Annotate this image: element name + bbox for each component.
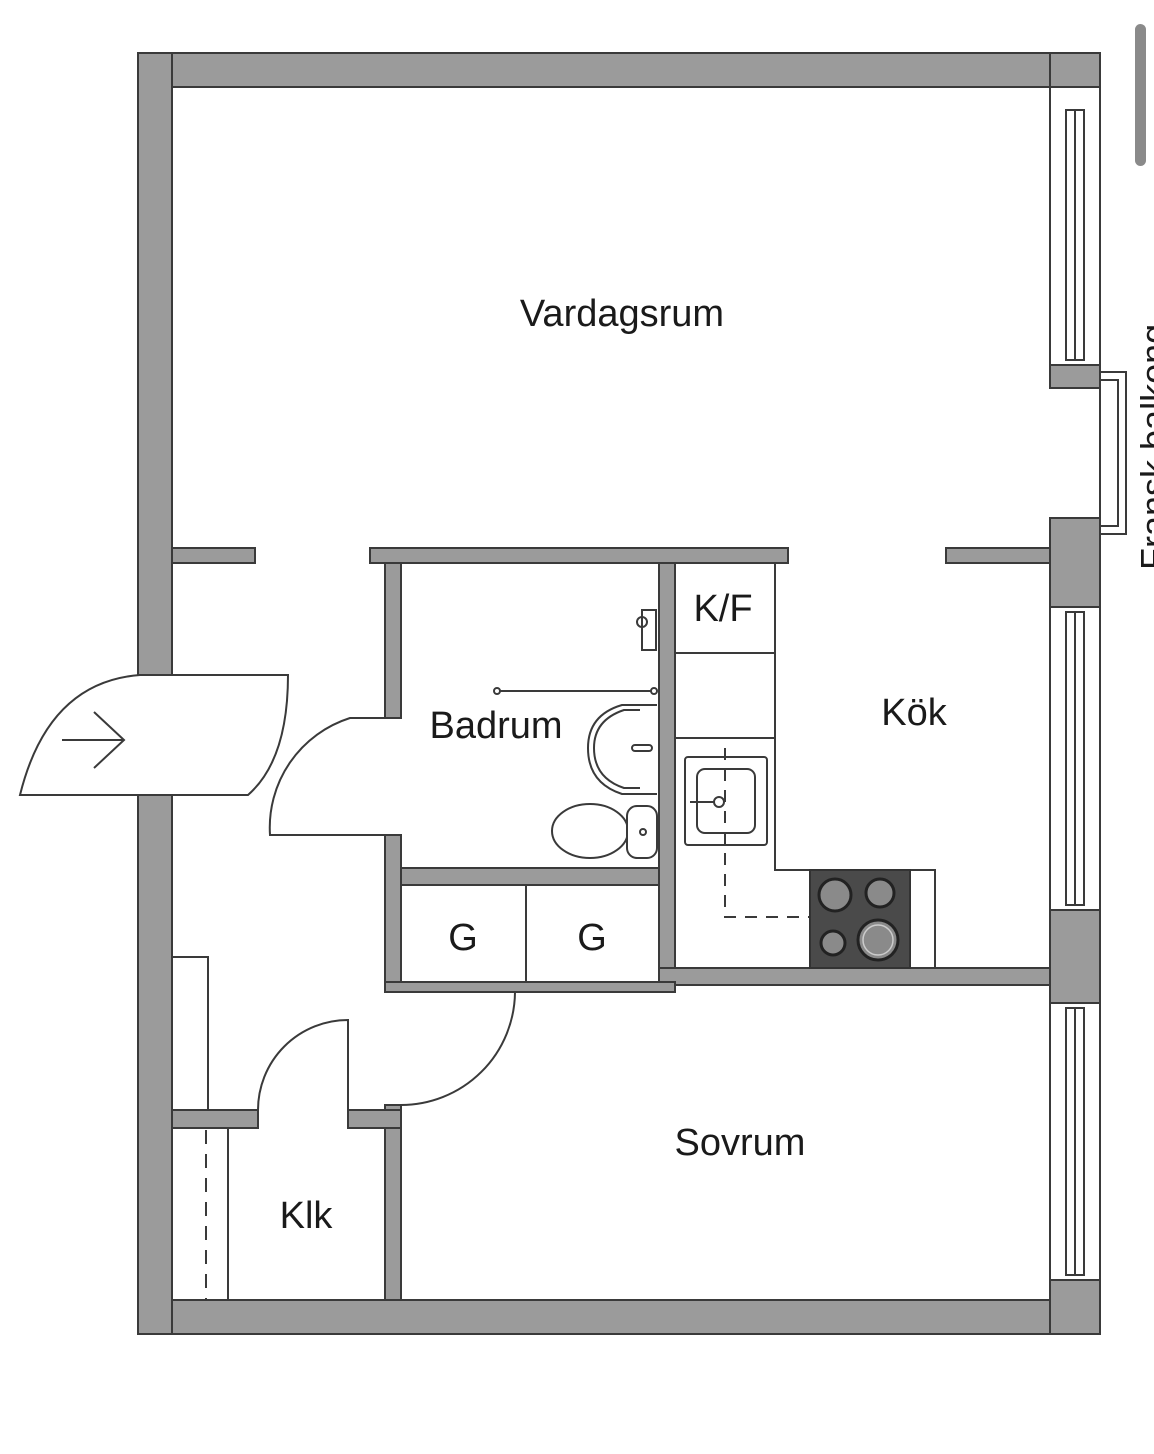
outer-walls (137, 52, 1101, 1335)
bathroom-door (268, 717, 385, 836)
balcony-label: Fransk balkong (1133, 324, 1154, 570)
bathroom-sink (586, 704, 657, 795)
closet-g (400, 884, 527, 983)
french-balcony-door (1099, 371, 1127, 535)
label-fridge-freezer: K/F (693, 588, 752, 630)
hall-wardrobe (171, 956, 209, 1111)
entrance-door (18, 674, 290, 796)
room-label-bedroom: Sovrum (675, 1122, 806, 1164)
closet-g (525, 884, 660, 983)
label-closet: G (448, 917, 478, 959)
room-label-kitchen: Kök (881, 692, 947, 734)
room-label-bathroom: Badrum (429, 705, 562, 747)
window (1049, 86, 1101, 366)
entrance-arrow-icon (62, 711, 126, 769)
shower-rail (493, 687, 658, 695)
toilet (551, 803, 658, 859)
room-label-walk-in-closet: Klk (280, 1195, 334, 1237)
pipe-line (724, 748, 810, 918)
bedroom-door (400, 991, 517, 1106)
stove (809, 869, 911, 969)
fridge-freezer (674, 562, 776, 654)
interior-walls (171, 547, 1051, 1301)
shower-tap-icon (636, 609, 657, 651)
scrollbar[interactable] (1135, 24, 1146, 166)
closet-door (257, 1018, 349, 1111)
window (1049, 1002, 1101, 1281)
room-label-living-room: Vardagsrum (520, 293, 724, 335)
window (1049, 606, 1101, 911)
kitchen-cabinet (674, 652, 776, 739)
label-closet: G (577, 917, 607, 959)
